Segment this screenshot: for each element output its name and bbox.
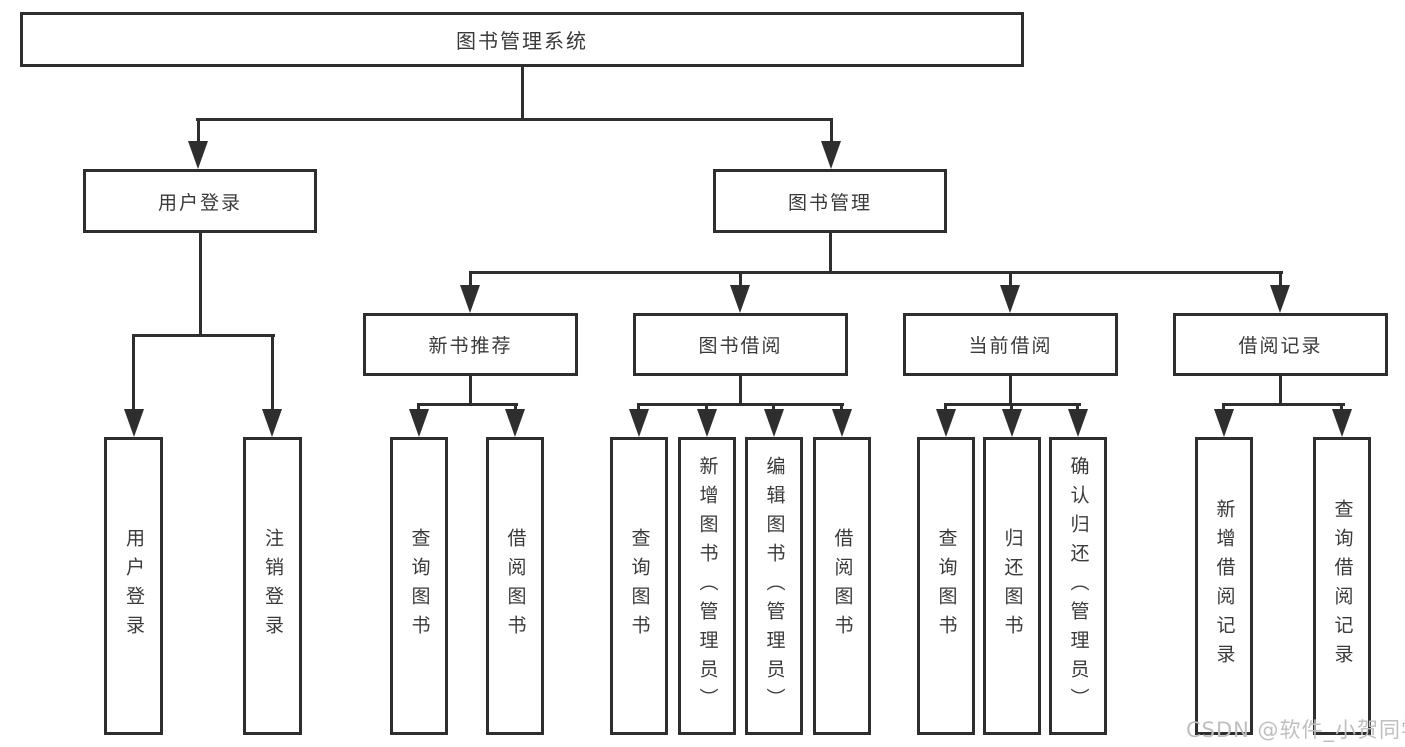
connector-shaft-leaf-user-login xyxy=(132,334,135,412)
node-new-book-recommend: 新书推荐 xyxy=(363,313,578,376)
arrow-to-edit-book-admin xyxy=(764,409,784,437)
connector-shaft xyxy=(705,403,708,412)
node-label: 图书管理系统 xyxy=(456,29,588,53)
arrow-to-book-borrow xyxy=(730,285,750,313)
node-borrow-records: 借阅记录 xyxy=(1173,313,1388,376)
node-label: 新增图书（管理员） xyxy=(696,455,719,717)
arrow-to-return-book xyxy=(1002,409,1022,437)
arrow-to-book-management xyxy=(821,141,841,169)
connector-shaft-book-borrow xyxy=(739,271,742,288)
node-current-borrow: 当前借阅 xyxy=(903,313,1118,376)
arrow-to-query-borrow-record xyxy=(1332,409,1352,437)
leaf-query-book-recommend: 查询图书 xyxy=(390,437,448,735)
node-label: 当前借阅 xyxy=(968,335,1053,357)
leaf-logout: 注销登录 xyxy=(243,437,302,735)
leaf-add-borrow-record: 新增借阅记录 xyxy=(1195,437,1253,735)
node-root: 图书管理系统 xyxy=(20,12,1024,67)
arrow-to-query-book-borrow xyxy=(629,409,649,437)
leaf-edit-book-admin: 编辑图书（管理员） xyxy=(745,437,803,735)
node-label: 查询图书 xyxy=(935,528,958,644)
arrow-to-add-borrow-record xyxy=(1214,409,1234,437)
connector-shaft xyxy=(1010,403,1013,412)
arrow-to-borrow-records xyxy=(1270,285,1290,313)
node-label: 新增借阅记录 xyxy=(1213,499,1236,673)
connector-shaft xyxy=(944,403,947,412)
node-label: 用户登录 xyxy=(123,528,145,644)
connector-shaft xyxy=(1222,403,1225,412)
connector-shaft-leaf-logout xyxy=(271,334,274,412)
node-label: 编辑图书（管理员） xyxy=(763,455,786,717)
arrow-to-confirm-return-admin xyxy=(1068,409,1088,437)
connector-current-borrow-stem xyxy=(1009,376,1012,406)
connector-shaft xyxy=(514,403,517,412)
arrow-to-current-borrow xyxy=(1000,285,1020,313)
connector-book-management-stem xyxy=(829,233,832,274)
connector-shaft-book-management xyxy=(830,118,833,144)
connector-shaft xyxy=(1076,403,1079,412)
connector-book-borrow-stem xyxy=(739,376,742,406)
connector-user-login-stem xyxy=(199,233,202,336)
arrow-to-borrow-book-recommend xyxy=(505,409,525,437)
connector-shaft xyxy=(840,403,843,412)
connector-book-borrow-bar xyxy=(637,403,844,406)
arrow-to-leaf-logout xyxy=(262,409,282,437)
arrow-to-new-book-recommend xyxy=(460,285,480,313)
connector-user-login-bar xyxy=(132,334,275,337)
node-label: 借阅图书 xyxy=(831,528,854,644)
connector-shaft xyxy=(637,403,640,412)
connector-new-book-recommend-stem xyxy=(469,376,472,406)
leaf-query-book-current: 查询图书 xyxy=(917,437,975,735)
connector-shaft-new-book-recommend xyxy=(469,271,472,288)
leaf-add-book-admin: 新增图书（管理员） xyxy=(678,437,736,735)
node-label: 图书管理 xyxy=(787,191,872,214)
connector-borrow-records-bar xyxy=(1222,403,1345,406)
node-label: 确认归还（管理员） xyxy=(1067,455,1090,717)
connector-new-book-recommend-bar xyxy=(417,403,518,406)
node-user-login: 用户登录 xyxy=(83,169,317,233)
arrow-to-leaf-user-login xyxy=(124,409,144,437)
arrow-to-borrow-book xyxy=(832,409,852,437)
connector-borrow-records-stem xyxy=(1279,376,1282,406)
leaf-user-login: 用户登录 xyxy=(104,437,163,735)
leaf-borrow-book: 借阅图书 xyxy=(813,437,871,735)
node-label: 查询图书 xyxy=(628,528,651,644)
node-label: 借阅记录 xyxy=(1238,335,1323,357)
connector-shaft xyxy=(417,403,420,412)
node-label: 借阅图书 xyxy=(504,528,527,644)
leaf-query-book-borrow: 查询图书 xyxy=(610,437,668,735)
leaf-return-book: 归还图书 xyxy=(983,437,1041,735)
leaf-confirm-return-admin: 确认归还（管理员） xyxy=(1049,437,1107,735)
connector-root-stem xyxy=(521,67,524,120)
node-label: 查询图书 xyxy=(408,528,431,644)
node-label: 图书借阅 xyxy=(698,335,783,357)
leaf-borrow-book-recommend: 借阅图书 xyxy=(486,437,544,735)
connector-shaft-current-borrow xyxy=(1009,271,1012,288)
connector-shaft-borrow-records xyxy=(1279,271,1282,288)
node-label: 查询借阅记录 xyxy=(1331,499,1354,673)
leaf-query-borrow-record: 查询借阅记录 xyxy=(1313,437,1371,735)
arrow-to-query-book-recommend xyxy=(409,409,429,437)
node-label: 用户登录 xyxy=(157,191,242,214)
node-label: 归还图书 xyxy=(1001,528,1024,644)
connector-shaft-user-login xyxy=(197,118,200,144)
arrow-to-add-book-admin xyxy=(697,409,717,437)
connector-shaft xyxy=(772,403,775,412)
connector-level3-bar xyxy=(469,271,1283,274)
watermark: CSDN @软件_小贺同学 xyxy=(1186,718,1405,742)
arrow-to-user-login xyxy=(188,141,208,169)
arrow-to-query-book-current xyxy=(936,409,956,437)
node-book-management: 图书管理 xyxy=(713,169,947,233)
node-label: 注销登录 xyxy=(262,528,284,644)
connector-level2-bar xyxy=(196,118,833,121)
connector-shaft xyxy=(1340,403,1343,412)
node-label: 新书推荐 xyxy=(428,335,513,357)
node-book-borrow: 图书借阅 xyxy=(633,313,848,376)
